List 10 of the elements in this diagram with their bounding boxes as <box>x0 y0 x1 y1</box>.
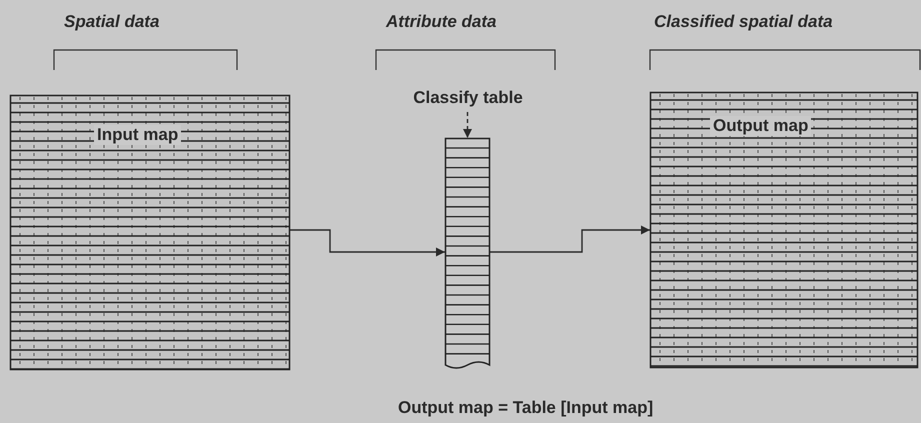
group-heading: Attribute data <box>386 12 496 32</box>
group-heading: Classified spatial data <box>654 12 833 32</box>
arrow <box>490 226 650 253</box>
dashed-arrow <box>463 112 472 138</box>
map-title: Output map <box>710 116 812 136</box>
table-title: Classify table <box>412 88 524 108</box>
group-heading: Spatial data <box>64 12 160 32</box>
arrow <box>290 229 445 256</box>
formula-caption: Output map = Table [Input map] <box>398 398 654 418</box>
map-title: Input map <box>94 125 182 145</box>
